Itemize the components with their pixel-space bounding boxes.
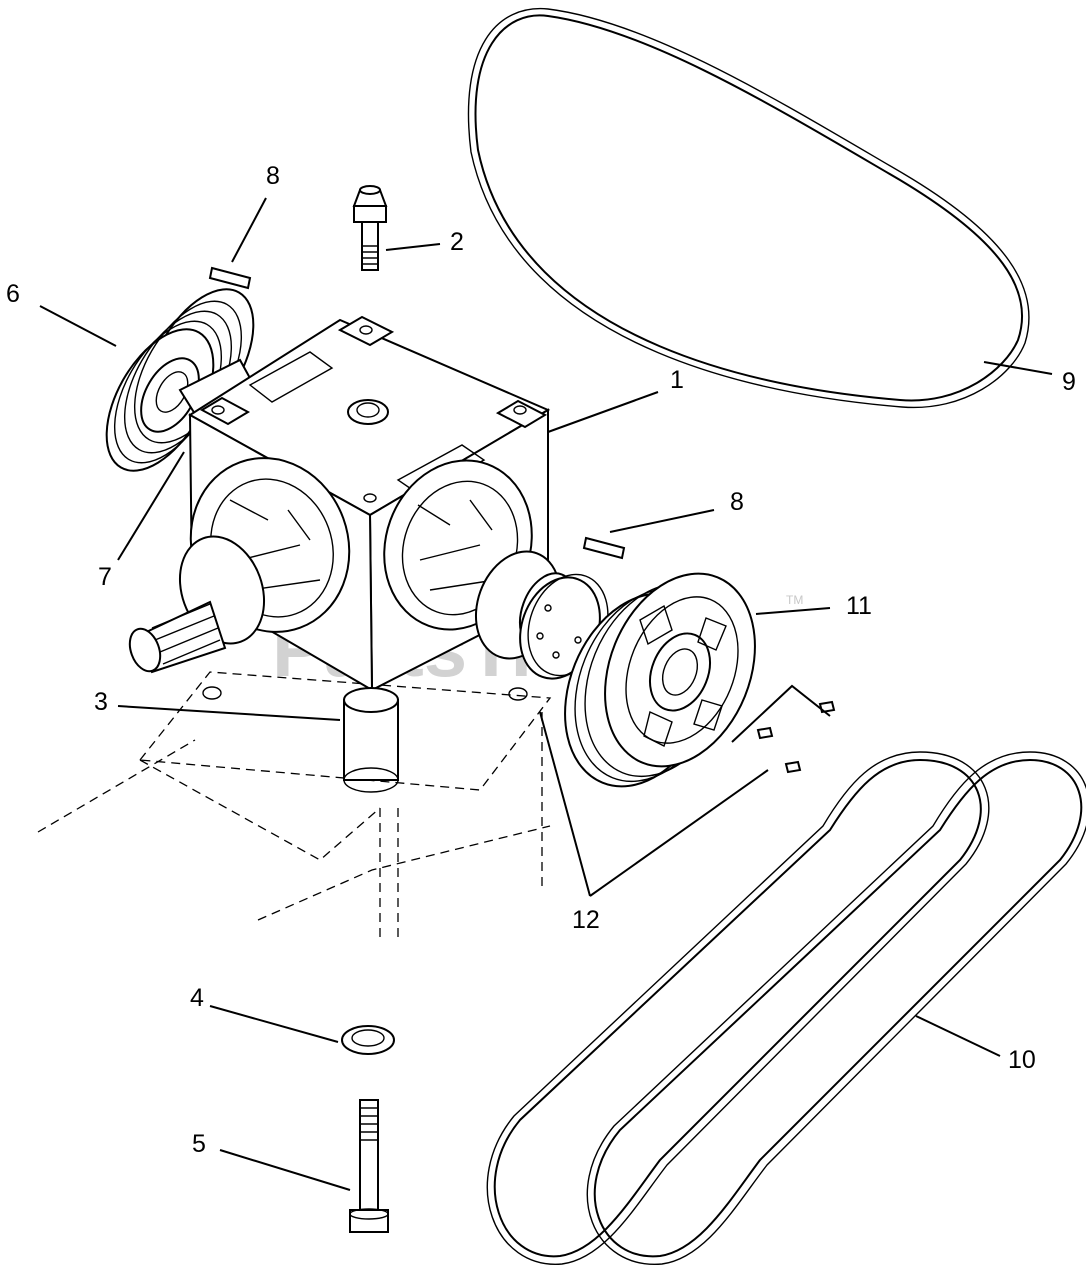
callout-6: 6 <box>6 280 20 308</box>
gearbox-1 <box>128 315 578 692</box>
bolt-5 <box>349 1099 389 1233</box>
callout-9: 9 <box>1062 368 1076 396</box>
watermark-tm: TM <box>786 593 803 607</box>
lock-washer-4 <box>341 1025 395 1055</box>
belt-10 <box>486 751 1086 1265</box>
callout-4: 4 <box>190 984 204 1012</box>
right-pulley-11 <box>564 572 756 788</box>
callout-2: 2 <box>450 228 464 256</box>
callout-3: 3 <box>94 688 108 716</box>
mounting-deck <box>37 671 552 942</box>
callout-7: 7 <box>98 563 112 591</box>
callout-1: 1 <box>670 366 684 394</box>
callouts: 1 2 3 4 5 6 7 8 8 9 10 11 12 <box>6 162 1076 1158</box>
callout-5: 5 <box>192 1130 206 1158</box>
spacer-3 <box>343 687 399 793</box>
callout-8b: 8 <box>730 488 744 516</box>
key-8b <box>582 536 626 560</box>
flange-screws <box>756 700 836 774</box>
left-pulley-6 <box>105 288 264 472</box>
callout-12: 12 <box>572 906 600 934</box>
key-8a <box>208 266 252 290</box>
callout-8a: 8 <box>266 162 280 190</box>
bolt-2 <box>352 185 388 271</box>
callout-10: 10 <box>1008 1046 1036 1074</box>
leader-lines <box>39 197 1053 1191</box>
callout-11: 11 <box>846 592 872 620</box>
belt-9 <box>467 7 1030 409</box>
